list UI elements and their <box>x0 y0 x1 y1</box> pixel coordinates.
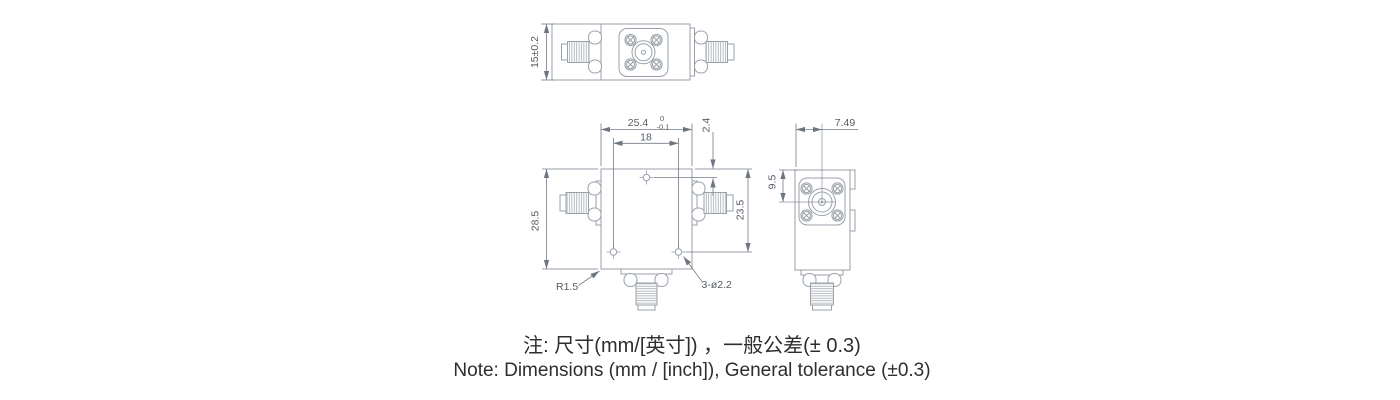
nut-ear <box>694 59 708 74</box>
dim-width-tol-upper: 0 <box>660 114 664 123</box>
dim-hole-spacing: 18 <box>613 132 679 248</box>
callout-corner-radius: R1.5 <box>556 270 600 293</box>
dim-width: 25.4 0 -0.1 <box>600 114 693 166</box>
callout-mount-holes: 3-ø2.2 <box>683 256 733 291</box>
dim-top-hole-offset-label: 2.4 <box>701 118 713 133</box>
dim-bottom-hole-height-label: 23.5 <box>735 200 747 221</box>
dim-bottom-hole-height: 23.5 <box>686 168 752 253</box>
dim-width-label: 25.4 <box>628 117 649 129</box>
phillips-screw-icon <box>624 58 637 71</box>
sma-connector-left-top <box>561 30 602 74</box>
side-view: 7.49 9.5 <box>767 117 858 311</box>
phillips-screw-icon <box>624 33 637 47</box>
callout-corner-radius-label: R1.5 <box>556 281 578 293</box>
nut-ear <box>588 59 602 74</box>
connector-base-plate <box>620 268 673 275</box>
top-view: 15±0.2 <box>529 23 735 81</box>
flange-connector-top <box>618 28 669 77</box>
threaded-barrel <box>810 282 834 306</box>
nut-ear <box>691 207 706 222</box>
nut-ear <box>588 30 602 45</box>
dim-width-tol-lower: -0.1 <box>657 123 670 132</box>
sma-connector-left-front <box>559 180 602 226</box>
coax-pin <box>640 49 647 55</box>
nut-ear <box>694 30 708 45</box>
dim-top-hole-offset: 2.4 <box>654 118 752 196</box>
top-view-right-end-plate <box>689 27 695 77</box>
front-view: 25.4 0 -0.1 18 2.4 28.5 <box>530 114 752 311</box>
connector-boss <box>691 180 698 226</box>
note-line-english: Note: Dimensions (mm / [inch]), General … <box>453 360 931 381</box>
phillips-screw-icon <box>831 182 844 195</box>
dim-connector-offset-x-label: 7.49 <box>835 117 856 129</box>
connector-base-plate <box>800 269 844 276</box>
dim-height-label: 28.5 <box>530 211 542 232</box>
phillips-screw-icon <box>800 209 813 222</box>
threaded-barrel <box>705 41 728 63</box>
threaded-barrel <box>565 192 589 214</box>
side-tab-lower <box>849 209 856 232</box>
dim-depth: 15±0.2 <box>529 23 554 81</box>
connector-cap <box>727 43 735 61</box>
threaded-barrel <box>703 192 727 214</box>
dim-depth-label: 15±0.2 <box>529 36 541 68</box>
threaded-barrel <box>567 41 590 63</box>
nut-ear <box>623 273 638 287</box>
dim-connector-offset-x: 7.49 <box>795 117 858 204</box>
sma-connector-right-top <box>694 30 735 74</box>
note-line-chinese: 注: 尺寸(mm/[英寸]) ，一般公差(± 0.3) <box>523 335 861 357</box>
dim-connector-offset-y: 9.5 <box>767 169 836 203</box>
phillips-screw-icon <box>650 33 663 47</box>
nut-ear <box>587 181 602 196</box>
side-tab-upper <box>849 169 856 190</box>
phillips-screw-icon <box>831 209 844 222</box>
phillips-screw-icon <box>650 58 663 71</box>
dim-hole-spacing-label: 18 <box>640 132 652 144</box>
nut-ear <box>691 181 706 196</box>
nut-ear <box>587 207 602 222</box>
callout-mount-holes-label: 3-ø2.2 <box>702 279 733 291</box>
sma-connector-bottom-front <box>620 268 673 311</box>
coax-inner-ring <box>634 43 653 62</box>
nut-ear <box>654 273 669 287</box>
sma-connector-right-front <box>691 180 734 226</box>
sma-connector-bottom-side <box>800 269 844 311</box>
connector-boss <box>595 180 602 226</box>
drawing-note: 注: 尺寸(mm/[英寸]) ，一般公差(± 0.3) Note: Dimens… <box>292 333 1092 382</box>
connector-cap <box>726 194 734 212</box>
threaded-barrel <box>635 282 658 306</box>
coax-outer-ring <box>631 40 656 65</box>
dim-height: 28.5 <box>530 168 598 270</box>
phillips-screw-icon <box>800 182 813 195</box>
dim-connector-offset-y-label: 9.5 <box>767 175 779 190</box>
